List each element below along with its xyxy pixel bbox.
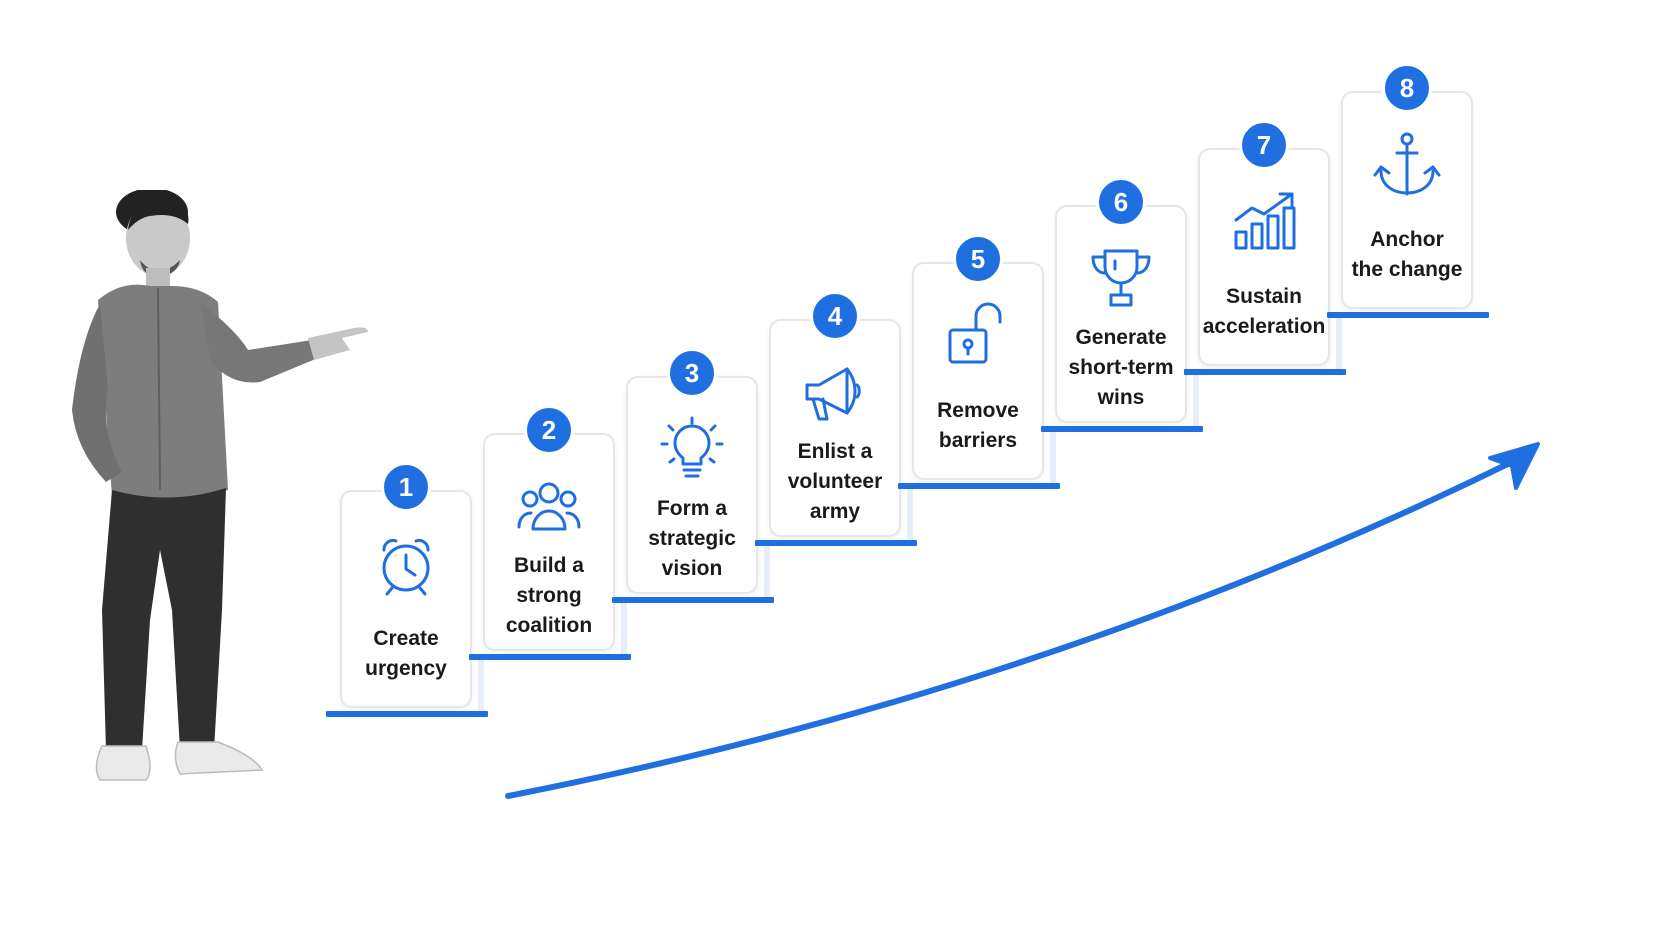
step-riser <box>621 602 627 659</box>
step-label-line: Anchor <box>1370 228 1444 251</box>
step-riser <box>1336 317 1342 374</box>
people-group-icon <box>513 471 585 543</box>
alarm-clock-icon <box>370 528 442 600</box>
step-label-line: Build a <box>513 554 584 577</box>
step-number-badge: 8 <box>1382 63 1432 113</box>
megaphone-icon <box>799 357 871 429</box>
anchor-icon <box>1371 129 1443 201</box>
step-number-badge: 6 <box>1096 177 1146 227</box>
step-card-7 <box>1198 148 1330 366</box>
step-tread <box>898 483 1060 489</box>
step-label-line: volunteer <box>787 470 883 493</box>
step-tread <box>1184 369 1346 375</box>
step-tread <box>1327 312 1489 318</box>
step-number-badge: 4 <box>810 291 860 341</box>
step-number-badge: 3 <box>667 348 717 398</box>
unlocked-padlock-icon <box>942 300 1014 372</box>
step-label-line: strong <box>516 584 582 607</box>
step-label: Create urgency <box>344 624 468 684</box>
step-tread <box>612 597 774 603</box>
step-riser <box>478 659 484 716</box>
step-label-line: Generate <box>1075 326 1167 349</box>
bar-chart-growth-icon <box>1228 186 1300 258</box>
step-card-6 <box>1055 205 1187 423</box>
step-number-badge: 2 <box>524 405 574 455</box>
step-label-line: barriers <box>938 429 1018 452</box>
step-tread <box>755 540 917 546</box>
step-tread <box>1041 426 1203 432</box>
step-label-line: Form a <box>656 497 727 520</box>
step-label-line: acceleration <box>1202 315 1326 338</box>
man-pointing-illustration <box>72 190 368 781</box>
step-card-3 <box>626 376 758 594</box>
step-number-badge: 5 <box>953 234 1003 284</box>
step-tread <box>326 711 488 717</box>
step-label-line: army <box>809 500 861 523</box>
step-label-line: coalition <box>505 614 593 637</box>
step-tread <box>469 654 631 660</box>
step-label-line: urgency <box>365 657 447 680</box>
step-label: Remove barriers <box>916 396 1040 456</box>
step-label-line: Create <box>373 627 439 650</box>
step-label-line: strategic <box>648 527 736 550</box>
step-label: Sustain acceleration <box>1202 282 1326 342</box>
step-label-line: Remove <box>937 399 1019 422</box>
step-card-5 <box>912 262 1044 480</box>
step-label: Form a strategic vision <box>630 494 754 584</box>
step-number-badge: 7 <box>1239 120 1289 170</box>
lightbulb-icon <box>656 414 728 486</box>
step-label-line: Enlist a <box>797 440 873 463</box>
trophy-icon <box>1085 243 1157 315</box>
step-number-badge: 1 <box>381 462 431 512</box>
step-label-line: Sustain <box>1226 285 1302 308</box>
step-riser <box>1193 374 1199 431</box>
step-riser <box>907 488 913 545</box>
step-label: Anchor the change <box>1345 225 1469 285</box>
step-label-line: wins <box>1097 386 1145 409</box>
step-label-line: vision <box>661 557 723 580</box>
step-label: Build a strong coalition <box>487 551 611 641</box>
step-label-line: short-term <box>1068 356 1174 379</box>
step-riser <box>1050 431 1056 488</box>
step-label: Generate short-term wins <box>1059 323 1183 413</box>
step-label: Enlist a volunteer army <box>773 437 897 527</box>
step-label-line: the change <box>1351 258 1463 281</box>
step-riser <box>764 545 770 602</box>
